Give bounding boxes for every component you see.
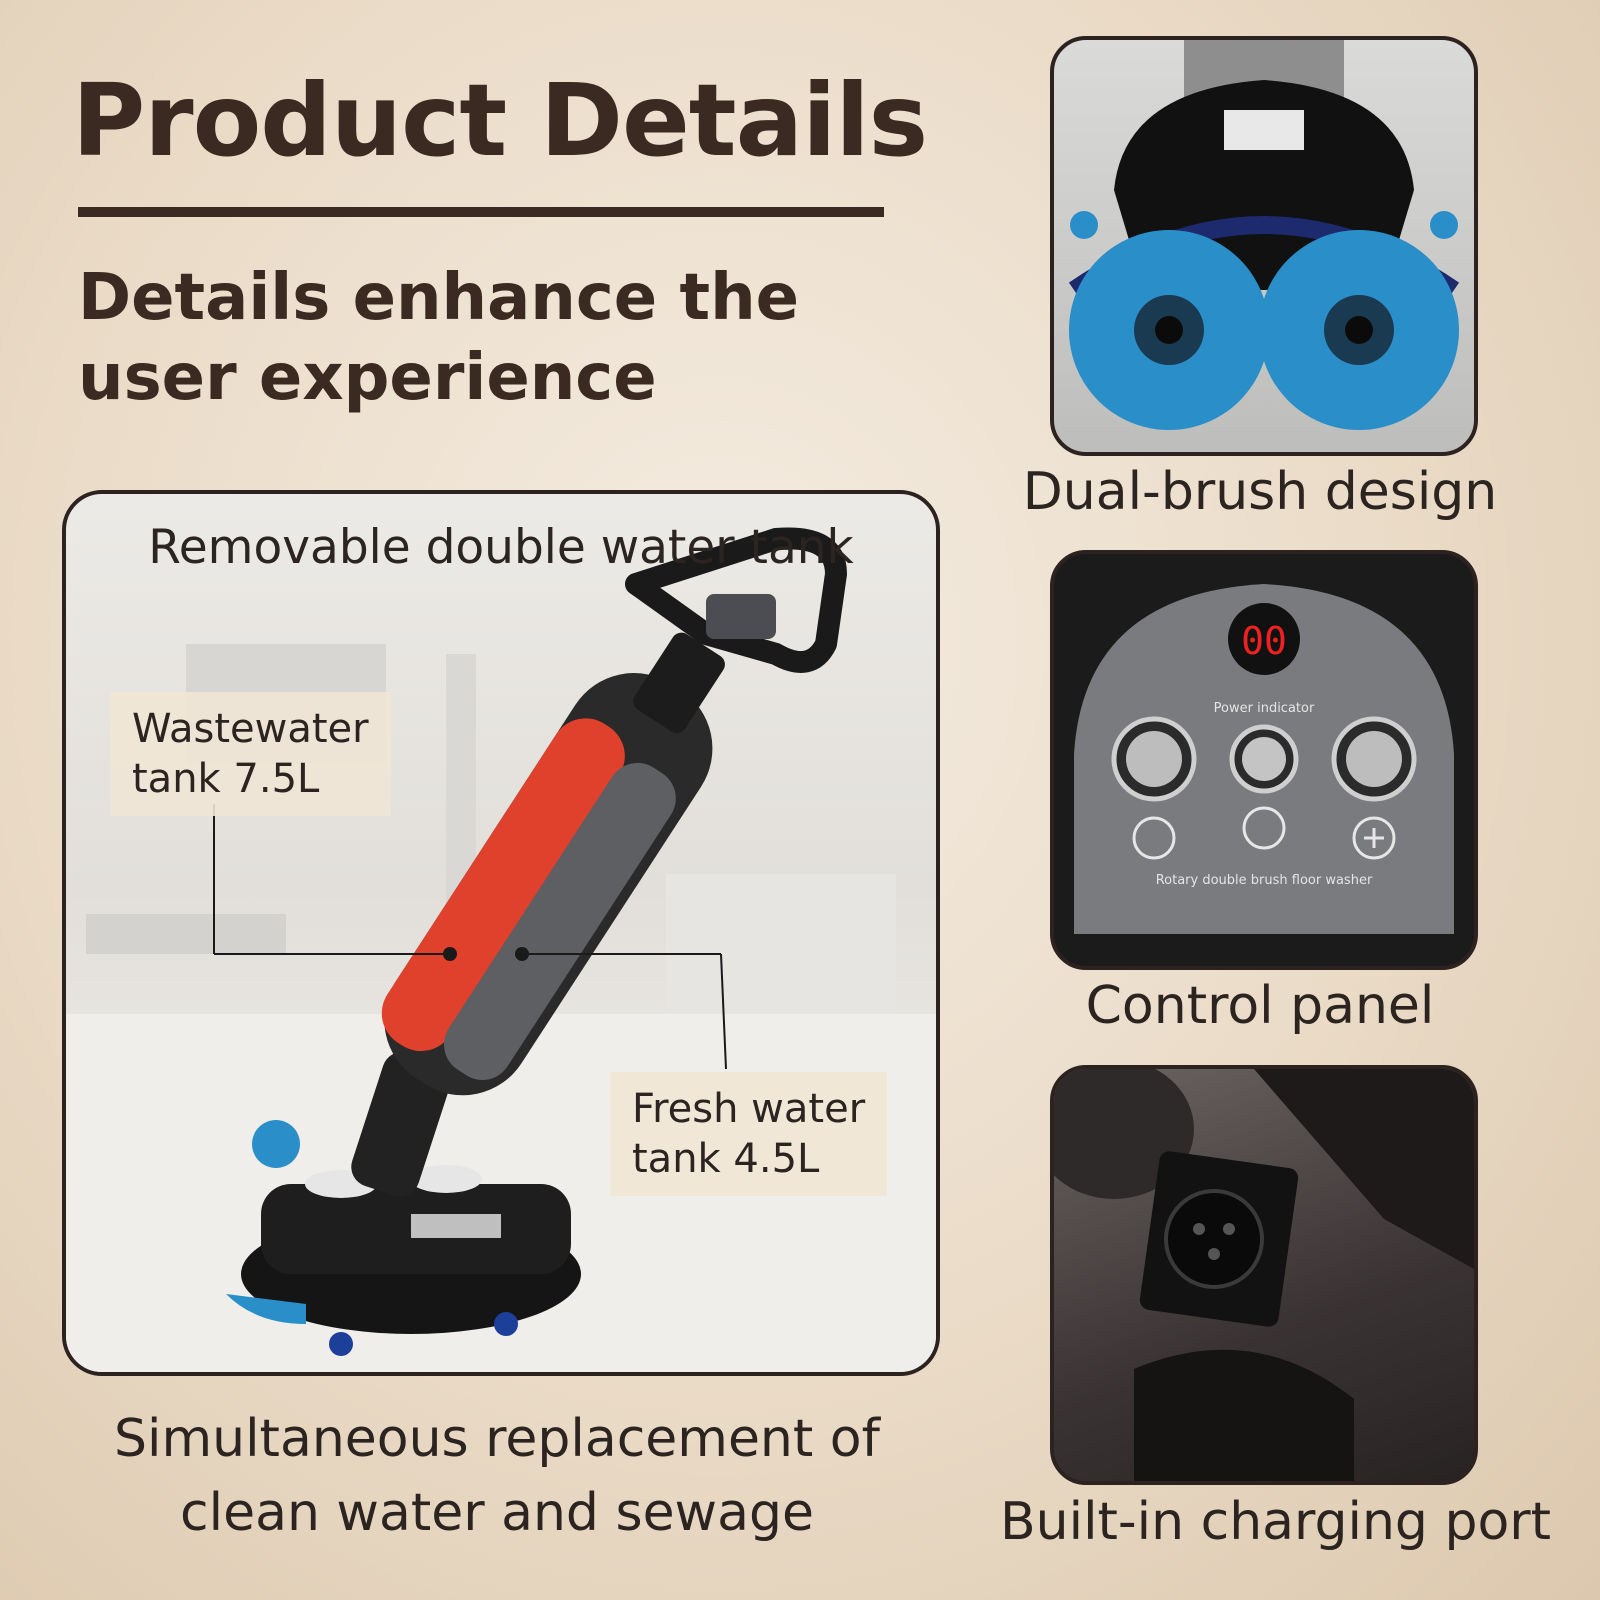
replacement-line-2: clean water and sewage <box>180 1483 814 1543</box>
wastewater-label-line-1: Wastewater <box>132 706 369 752</box>
replacement-line-1: Simultaneous replacement of <box>114 1409 880 1469</box>
subtitle-line-2: user experience <box>78 341 657 415</box>
control-panel-photo: 00 Power indicator Rotary double brush f… <box>1050 550 1478 970</box>
dual-brush-illustration <box>1068 40 1460 430</box>
page-subtitle: Details enhance the user experience <box>78 258 799 418</box>
water-button[interactable] <box>1331 716 1417 802</box>
control-panel-caption: Control panel <box>1085 976 1435 1036</box>
floor-scrubber-illustration <box>213 527 847 1356</box>
brush-button[interactable] <box>1111 716 1197 802</box>
charging-port-caption: Built-in charging port <box>1000 1492 1552 1552</box>
charging-port-photo <box>1050 1065 1478 1485</box>
power-indicator-label: Power indicator <box>1214 701 1315 716</box>
dual-brush-caption: Dual-brush design <box>1022 462 1498 522</box>
plus-icon <box>1352 816 1396 860</box>
power-button[interactable] <box>1229 724 1299 794</box>
main-feature-caption: Removable double water tank <box>148 520 854 575</box>
charging-socket-icon <box>1164 1189 1264 1289</box>
replacement-caption: Simultaneous replacement of clean water … <box>62 1402 932 1550</box>
page-title: Product Details <box>72 62 928 179</box>
wastewater-tank-callout: Wastewater tank 7.5L <box>110 692 391 816</box>
wastewater-label-line-2: tank 7.5L <box>132 756 320 802</box>
freshwater-label-line-2: tank 4.5L <box>632 1136 820 1182</box>
main-product-panel: Removable double water tank Wastewater t… <box>62 490 940 1376</box>
product-name-label: Rotary double brush floor washer <box>1156 873 1373 888</box>
title-divider <box>78 207 884 217</box>
room-background <box>66 527 936 1372</box>
control-panel-illustration: 00 Power indicator Rotary double brush f… <box>1074 584 1454 934</box>
subtitle-line-1: Details enhance the <box>78 261 800 335</box>
dual-brush-photo <box>1050 36 1478 456</box>
water-drop-icon <box>1242 806 1286 850</box>
charging-port-illustration <box>1054 1069 1474 1481</box>
freshwater-tank-callout: Fresh water tank 4.5L <box>610 1072 888 1196</box>
brush-icon <box>1132 816 1176 860</box>
digital-display: 00 <box>1241 619 1287 663</box>
freshwater-label-line-1: Fresh water <box>632 1086 866 1132</box>
